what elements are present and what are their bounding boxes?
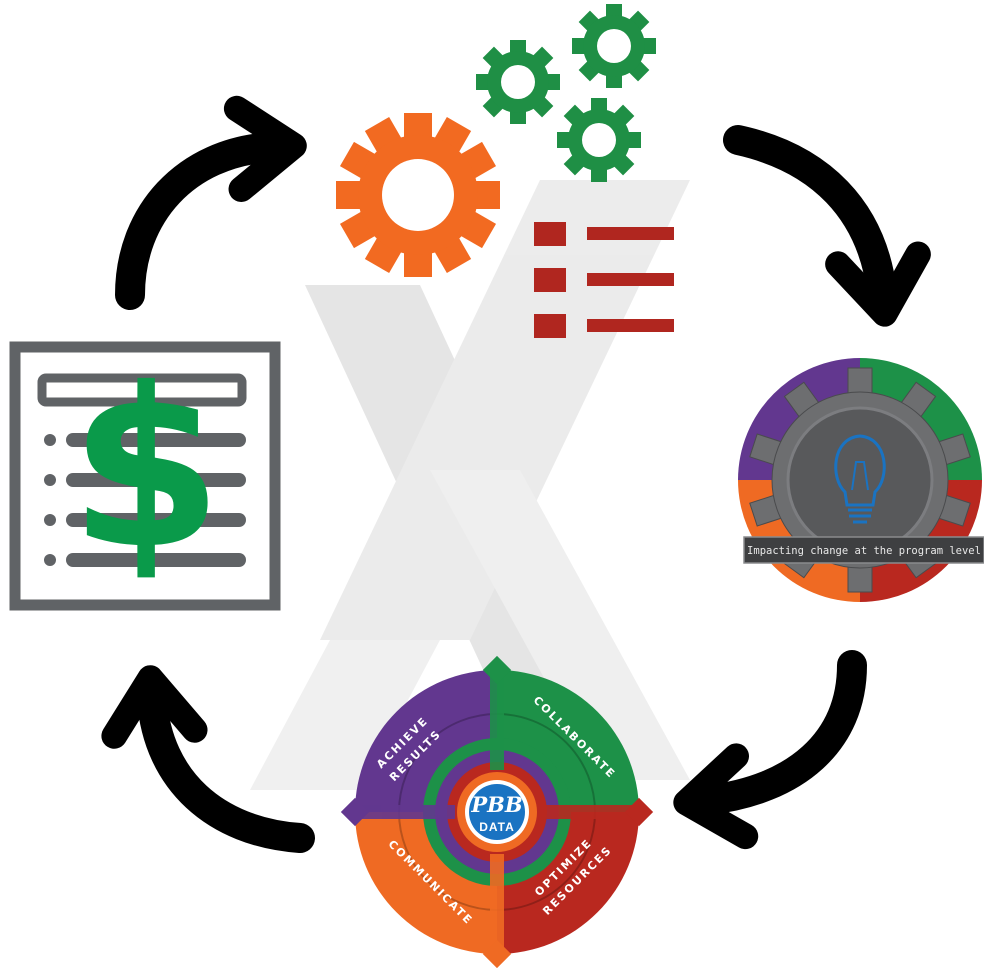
lightbulb-icon [834,434,886,524]
green-gear-icon [557,98,641,182]
lightbulb-gear-badge-icon: Impacting change at the program level [738,358,984,602]
arrow-top-left [115,95,307,310]
arrow-top-right [723,125,931,327]
badge-caption-banner [743,536,984,564]
arrow-bottom-right [673,650,867,850]
checklist-icon [534,222,674,338]
cycle-arrows [101,95,931,853]
pbb-center-subtitle: DATA [479,820,515,834]
watermark-x-logo [250,180,690,790]
orange-gear-icon [336,113,500,277]
green-gear-icon [572,4,656,88]
green-gear-icon [476,40,560,124]
budget-document-icon: $ [9,341,281,611]
badge-caption: Impacting change at the program level [747,545,981,557]
arrow-bottom-left [101,665,315,853]
gears-checklist-icon [336,4,674,338]
dollar-sign-icon: $ [69,341,222,597]
pbb-center-title: PBB [470,792,522,817]
wheel-diamond-markers [340,655,654,968]
